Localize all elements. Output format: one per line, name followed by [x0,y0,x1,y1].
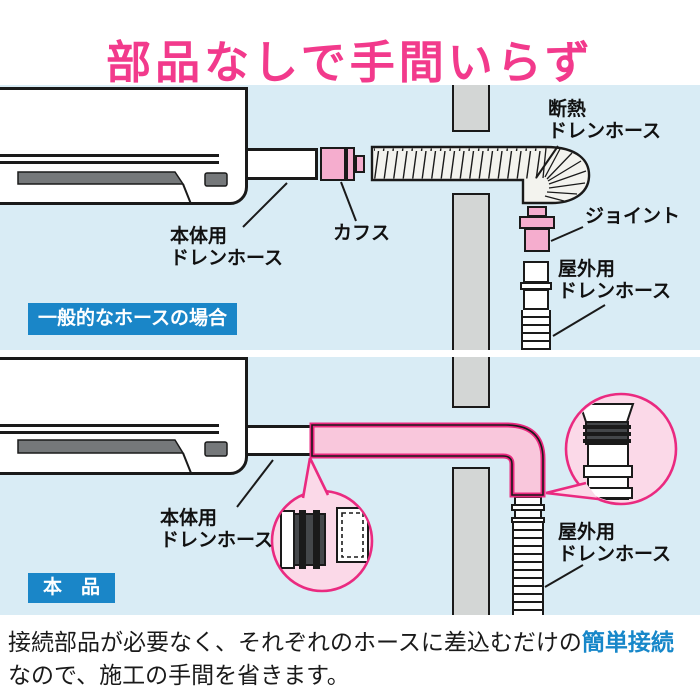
leader-outdoor-hose [552,304,606,337]
label-outdoor-drain-hose: 屋外用 ドレンホース [558,522,672,565]
label-insulated-drain-hose: 断熱 ドレンホース [548,99,662,142]
wall-lower [452,467,490,615]
leader-outdoor-hose [544,564,584,588]
label-unit-drain-hose: 本体用 ドレンホース [170,226,284,269]
wall-upper [452,357,490,408]
hose-end-dashed [341,512,364,558]
leader-joint [550,226,584,242]
hose-end-outline [336,507,369,563]
badge-this-product: 本 品 [28,573,115,603]
footer-highlight: 簡単接続 [581,629,674,655]
cuff-connector-nub [355,155,365,173]
outdoor-drain-hose-corrugated [521,310,551,350]
page-title: 部品なしで手間いらず [106,37,594,88]
outdoor-hose-top [587,443,629,500]
wall-upper [452,85,490,132]
aircon-panel-line [0,161,219,164]
footer-line2: なので、施工の手間を省きます。 [8,662,350,688]
footer-description: 接続部品が必要なく、それぞれのホースに差込むだけの簡単接続 なので、施工の手間を… [8,626,698,692]
badge-general-hose: 一般的なホースの場合 [28,303,237,335]
outdoor-drain-hose [523,289,549,310]
label-cuff: カフス [333,223,391,244]
connector-ribbed-body [293,513,326,566]
label-outdoor-drain-hose: 屋外用 ドレンホース [558,259,672,302]
footer-line1-text: 接続部品が必要なく、それぞれのホースに差込むだけの [8,629,582,655]
aircon-panel-line [0,154,219,157]
leader-cuff [340,181,357,222]
connector-flange [280,510,295,569]
callout-outdoor-connection [545,392,678,506]
unit-drain-hose [248,425,314,456]
cuff-connector-ring [346,147,355,181]
connector-ribbed-ring [585,421,629,445]
panel-general-hose: 本体用 ドレンホース カフス 断熱 ドレンホース ジョイント 屋外用 ドレンホー… [0,85,700,350]
elbow-bellows-lines [542,147,587,202]
label-joint: ジョイント [585,206,681,227]
joint-connector-body [524,228,550,252]
aircon-unit [0,87,248,205]
outdoor-drain-hose-band [511,517,545,523]
outdoor-drain-hose [523,261,549,283]
product-hose-end [578,403,635,423]
footer-line1: 接続部品が必要なく、それぞれのホースに差込むだけの簡単接続 [8,626,698,659]
outdoor-drain-hose-band [511,504,545,511]
leader-unit-hose [242,182,288,228]
leader-insulated-hose [535,145,559,179]
wall-lower [452,193,490,350]
cuff-connector [320,147,346,181]
unit-drain-hose [248,148,318,180]
panel-this-product: 本体用 ドレンホース 屋外用 ドレンホース 本 品 [0,357,700,615]
outdoor-drain-hose-corrugated [512,523,544,615]
label-unit-drain-hose: 本体用 ドレンホース [160,508,274,551]
aircon-panel-line [0,424,219,427]
callout-unit-connection [270,457,374,593]
callout-tail [303,458,328,498]
aircon-panel-line [0,431,219,434]
callout-tail [546,483,598,499]
product-drain-hose [309,422,546,498]
aircon-unit [0,357,248,475]
